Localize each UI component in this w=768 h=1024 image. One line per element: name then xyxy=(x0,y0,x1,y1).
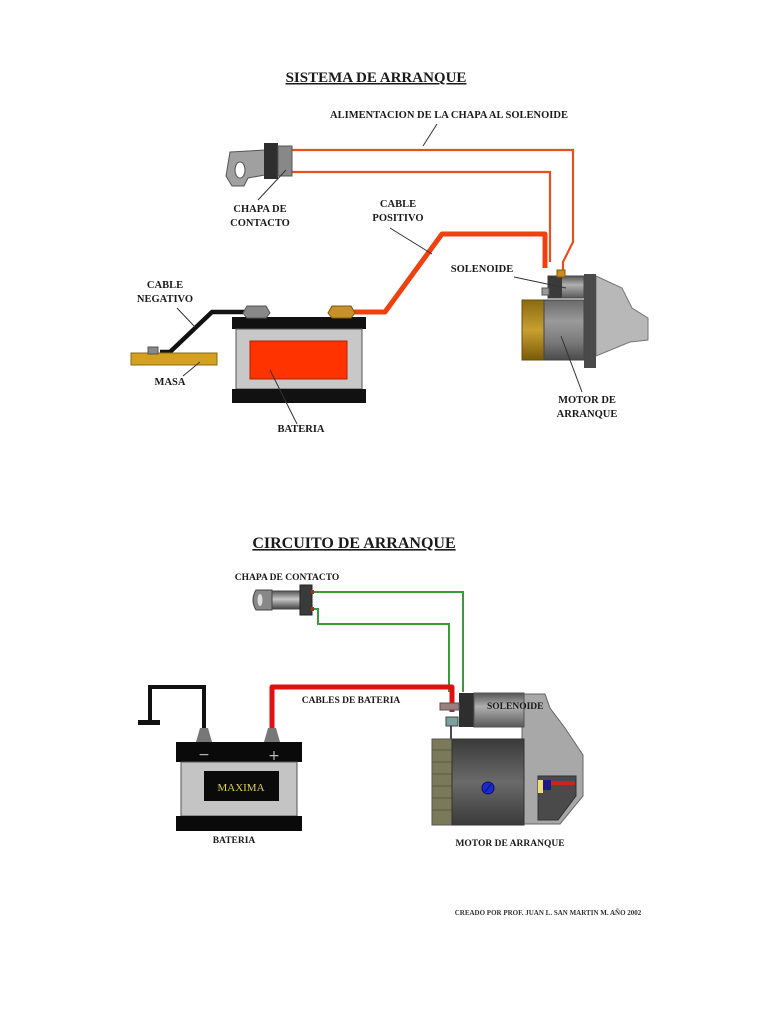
ignition-label-line2: CONTACTO xyxy=(230,218,290,229)
starter-motor-1: SOLENOIDE MOTOR DE ARRANQUE xyxy=(451,264,649,420)
drive-housing xyxy=(595,275,649,357)
battery-2-label: BATERIA xyxy=(213,836,256,846)
pinion-yellow xyxy=(538,780,543,793)
ignition-switch-1: CHAPA DE CONTACTO xyxy=(225,143,293,229)
solenoid-2-label: SOLENOIDE xyxy=(487,702,544,712)
battery-cables-label: CABLES DE BATERIA xyxy=(302,696,401,706)
minus-sign: − xyxy=(198,747,210,763)
motor-end-cap xyxy=(521,299,545,361)
switch-collar xyxy=(264,143,278,179)
positive-cable-label-line1: CABLE xyxy=(380,199,416,210)
motor-2-label: MOTOR DE ARRANQUE xyxy=(455,839,564,849)
solenoid-2-body xyxy=(473,692,525,728)
battery-cable-2 xyxy=(269,684,455,730)
battery-terminal-stud xyxy=(439,702,460,711)
diagram-circuito-de-arranque: CIRCUITO DE ARRANQUE CHAPA DE CONTACTO C… xyxy=(138,535,584,849)
negative-terminal xyxy=(242,305,271,319)
key-icon xyxy=(225,149,266,187)
motor-label-line2: ARRANQUE xyxy=(557,409,618,420)
switch-body xyxy=(277,145,293,177)
negative-post xyxy=(196,728,212,742)
battery-label: BATERIA xyxy=(277,424,324,435)
diagram-2-title: CIRCUITO DE ARRANQUE xyxy=(252,535,455,552)
pinion-blue xyxy=(543,780,551,790)
mounting-flange xyxy=(584,274,596,368)
plus-sign: + xyxy=(268,748,280,764)
ground-symbol xyxy=(138,720,160,725)
feed-wire-upper xyxy=(290,148,575,270)
battery-brand-plate xyxy=(204,771,279,801)
battery-1: BATERIA xyxy=(232,305,366,435)
positive-post xyxy=(264,728,280,742)
starter-motor-2: SOLENOIDE MOTOR DE ARRANQUE xyxy=(431,692,584,849)
positive-cable xyxy=(345,231,548,315)
feed-wire-label: ALIMENTACION DE LA CHAPA AL SOLENOIDE xyxy=(330,110,568,121)
solenoid-2-cap xyxy=(459,693,474,727)
diagram-1-title: SISTEMA DE ARRANQUE xyxy=(286,70,467,86)
negative-cable-label-line1: CABLE xyxy=(147,280,183,291)
battery-brand: MAXIMA xyxy=(217,782,264,794)
negative-cable-label-line2: NEGATIVO xyxy=(137,294,193,305)
motor-2-end-cap xyxy=(431,738,453,826)
positive-cable-label-line2: POSITIVO xyxy=(372,213,423,224)
feed-wires xyxy=(290,148,575,270)
diagram-sistema-de-arranque: SISTEMA DE ARRANQUE ALIMENTACION DE LA C… xyxy=(130,70,649,435)
feed-label-pointer xyxy=(422,123,438,147)
ignition-switch-2-label: CHAPA DE CONTACTO xyxy=(235,573,340,583)
solenoid-label: SOLENOIDE xyxy=(451,264,513,275)
feed-wire-lower xyxy=(290,170,552,262)
ground-plate xyxy=(130,352,218,366)
motor-label-line1: MOTOR DE xyxy=(558,395,616,406)
positive-terminal xyxy=(327,305,356,319)
ground-label: MASA xyxy=(155,377,186,388)
negative-cable xyxy=(160,309,256,355)
pinion-red xyxy=(551,781,575,785)
battery-2: − + MAXIMA BATERIA xyxy=(176,728,302,846)
motor-terminal-stud xyxy=(445,716,459,727)
control-wires xyxy=(312,591,464,692)
motor-body xyxy=(543,299,585,361)
ignition-label-line1: CHAPA DE xyxy=(233,204,286,215)
credit-text: CREADO POR PROF. JUAN L. SAN MARTIN M. A… xyxy=(455,909,642,917)
ignition-switch-2 xyxy=(252,584,314,616)
battery-window xyxy=(249,340,348,380)
